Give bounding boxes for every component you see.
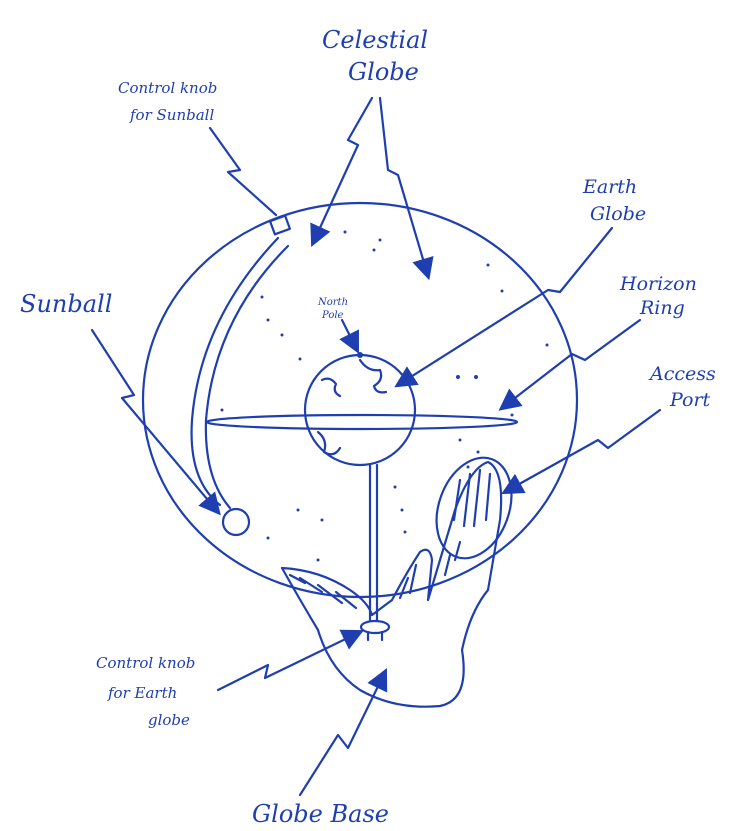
label-access-port: Access Port <box>648 363 722 411</box>
arrow-globe-base <box>298 668 388 797</box>
arrow-sunball <box>90 328 221 516</box>
star-dots <box>220 230 549 562</box>
north-pole-marker <box>357 352 363 358</box>
label-control-knob-sunball: Control knob for Sunball <box>118 79 222 124</box>
globe-base <box>280 460 503 708</box>
arrow-north-pole <box>339 318 359 354</box>
label-celestial-globe: Celestial Globe <box>322 26 436 86</box>
earth-control-knob <box>359 619 391 635</box>
label-globe-base: Globe Base <box>252 800 389 828</box>
label-north-pole: North Pole <box>317 297 351 321</box>
arrow-sunball-knob <box>208 126 278 217</box>
arrow-earth-globe <box>394 226 614 388</box>
base-hatching <box>288 540 462 610</box>
label-control-knob-earth: Control knob for Earth globe <box>96 654 200 729</box>
access-port <box>435 456 513 560</box>
earth-knob-shaft <box>366 630 384 642</box>
access-port-hatching <box>452 468 492 528</box>
sunball-arm <box>190 236 290 510</box>
earth-globe <box>303 353 417 467</box>
arrow-celestial-right <box>378 96 434 281</box>
arrow-celestial-left <box>310 96 374 247</box>
arrow-access-port <box>501 408 662 495</box>
horizon-ring <box>205 413 519 431</box>
label-earth-globe: Earth Globe <box>582 176 646 225</box>
sunball <box>221 507 251 537</box>
earth-continents <box>316 358 388 456</box>
arrow-earth-knob <box>216 629 364 692</box>
arrow-horizon-ring <box>498 318 642 411</box>
earth-globe-stem <box>368 463 379 622</box>
sunball-control-knob <box>268 214 292 236</box>
label-horizon-ring: Horizon Ring <box>619 273 703 319</box>
label-sunball: Sunball <box>20 290 112 318</box>
